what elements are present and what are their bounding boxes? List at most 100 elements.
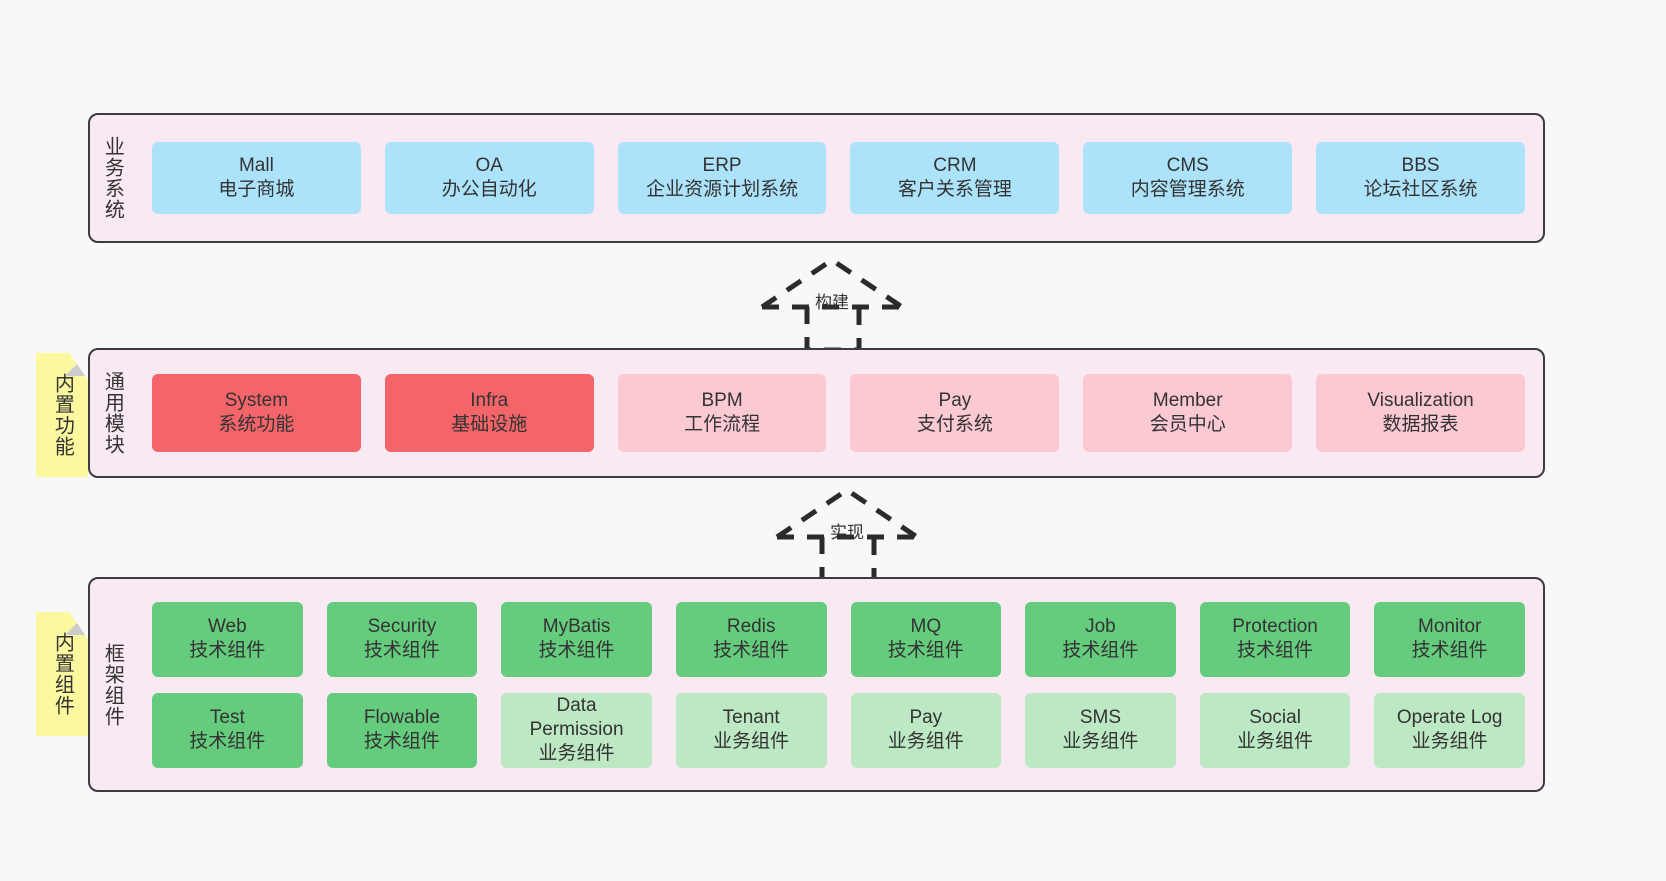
card-title: Test xyxy=(209,706,245,728)
business-card-bbs[interactable]: BBS 论坛社区系统 xyxy=(1316,142,1525,214)
card-subtitle: 技术组件 xyxy=(713,640,790,661)
note-builtin-components: 内置组件 xyxy=(36,612,88,736)
card-title: BPM xyxy=(701,389,743,411)
card-title: CMS xyxy=(1166,154,1209,176)
card-subtitle: 工作流程 xyxy=(684,414,761,435)
card-title: Tenant xyxy=(722,706,780,728)
card-title: Flowable xyxy=(363,706,440,728)
card-title: Security xyxy=(367,615,437,637)
connector-implement-label: 实现 xyxy=(830,523,864,542)
framework-card-data-permission[interactable]: Data Permission 业务组件 xyxy=(501,692,652,768)
business-card-erp[interactable]: ERP 企业资源计划系统 xyxy=(617,142,827,214)
card-title: Mall xyxy=(238,154,274,176)
connector-build: 构建 xyxy=(742,252,922,353)
card-title: Social xyxy=(1249,706,1301,728)
layer-framework-component-body: Web 技术组件 Security 技术组件 MyBatis 技术组件 Redi… xyxy=(134,579,1543,790)
common-card-bpm[interactable]: BPM 工作流程 xyxy=(617,374,827,452)
card-subtitle: 技术组件 xyxy=(189,731,266,752)
card-subtitle: 业务组件 xyxy=(1062,731,1139,752)
common-card-pay[interactable]: Pay 支付系统 xyxy=(850,374,1060,452)
framework-card-social[interactable]: Social 业务组件 xyxy=(1199,692,1351,768)
card-title: CRM xyxy=(933,154,977,176)
framework-card-test[interactable]: Test 技术组件 xyxy=(152,692,303,768)
framework-card-protection[interactable]: Protection 技术组件 xyxy=(1199,601,1351,677)
card-title: OA xyxy=(475,154,503,176)
card-title: Visualization xyxy=(1367,389,1474,411)
note-builtin-components-label: 内置组件 xyxy=(51,632,74,716)
card-title: Redis xyxy=(726,615,776,637)
framework-card-web[interactable]: Web 技术组件 xyxy=(152,601,303,677)
card-subtitle: 技术组件 xyxy=(363,640,440,661)
card-subtitle: 技术组件 xyxy=(538,640,615,661)
framework-card-mq[interactable]: MQ 技术组件 xyxy=(850,601,1002,677)
card-title: Web xyxy=(207,615,247,637)
note-fold-corner-icon xyxy=(65,612,88,635)
card-subtitle: 论坛社区系统 xyxy=(1363,179,1478,200)
layer-framework-component: 框架组件 Web 技术组件 Security 技术组件 MyBatis 技术组件… xyxy=(88,577,1545,792)
card-subtitle: 技术组件 xyxy=(363,731,440,752)
framework-card-sms[interactable]: SMS 业务组件 xyxy=(1025,692,1176,768)
card-subtitle: 技术组件 xyxy=(1062,640,1139,661)
card-title: Data Permission xyxy=(529,694,624,740)
card-subtitle: 内容管理系统 xyxy=(1130,179,1245,200)
card-title: Protection xyxy=(1232,615,1318,637)
common-card-system[interactable]: System 系统功能 xyxy=(152,374,361,452)
framework-card-mybatis[interactable]: MyBatis 技术组件 xyxy=(501,601,652,677)
card-subtitle: 支付系统 xyxy=(916,414,993,435)
card-subtitle: 业务组件 xyxy=(1411,731,1488,752)
card-subtitle: 基础设施 xyxy=(451,414,528,435)
card-title: Pay xyxy=(938,389,972,411)
layer-common-module-label: 通用模块 xyxy=(101,371,124,455)
framework-card-redis[interactable]: Redis 技术组件 xyxy=(675,601,827,677)
card-subtitle: 办公自动化 xyxy=(441,179,537,200)
note-builtin-functions: 内置功能 xyxy=(36,353,88,477)
note-builtin-functions-label: 内置功能 xyxy=(51,373,74,457)
card-subtitle: 电子商城 xyxy=(218,179,295,200)
business-card-cms[interactable]: CMS 内容管理系统 xyxy=(1083,142,1293,214)
card-title: Member xyxy=(1152,389,1223,411)
layer-common-module: 通用模块 System 系统功能 Infra 基础设施 BPM 工作流程 Pay xyxy=(88,348,1545,478)
framework-business-row: Test 技术组件 Flowable 技术组件 Data Permission … xyxy=(152,692,1525,768)
common-card-infra[interactable]: Infra 基础设施 xyxy=(384,374,594,452)
connector-implement: 实现 xyxy=(757,482,937,583)
business-card-mall[interactable]: Mall 电子商城 xyxy=(152,142,361,214)
framework-card-tenant[interactable]: Tenant 业务组件 xyxy=(675,692,827,768)
card-title: MQ xyxy=(910,615,942,637)
card-subtitle: 技术组件 xyxy=(1237,640,1314,661)
layer-common-module-body: System 系统功能 Infra 基础设施 BPM 工作流程 Pay 支付系统… xyxy=(134,350,1543,476)
card-subtitle: 企业资源计划系统 xyxy=(646,179,799,200)
common-card-visualization[interactable]: Visualization 数据报表 xyxy=(1316,374,1525,452)
framework-card-operate-log[interactable]: Operate Log 业务组件 xyxy=(1374,692,1525,768)
card-subtitle: 技术组件 xyxy=(887,640,964,661)
framework-card-pay[interactable]: Pay 业务组件 xyxy=(850,692,1002,768)
card-subtitle: 业务组件 xyxy=(887,731,964,752)
business-card-crm[interactable]: CRM 客户关系管理 xyxy=(850,142,1060,214)
layer-business-system-body: Mall 电子商城 OA 办公自动化 ERP 企业资源计划系统 CRM 客户关系… xyxy=(134,115,1543,241)
common-card-member[interactable]: Member 会员中心 xyxy=(1083,374,1293,452)
connector-build-label: 构建 xyxy=(815,293,849,312)
framework-card-job[interactable]: Job 技术组件 xyxy=(1025,601,1176,677)
framework-card-monitor[interactable]: Monitor 技术组件 xyxy=(1374,601,1525,677)
layer-framework-component-label: 框架组件 xyxy=(101,642,124,727)
layer-business-system: 业务系统 Mall 电子商城 OA 办公自动化 ERP 企业资源计划系统 CRM xyxy=(88,113,1545,243)
framework-card-security[interactable]: Security 技术组件 xyxy=(326,601,478,677)
framework-tech-row: Web 技术组件 Security 技术组件 MyBatis 技术组件 Redi… xyxy=(152,601,1525,677)
card-subtitle: 技术组件 xyxy=(1411,640,1488,661)
card-title: System xyxy=(224,389,289,411)
layer-business-system-label: 业务系统 xyxy=(101,136,124,220)
card-subtitle: 业务组件 xyxy=(1237,731,1314,752)
card-title: Job xyxy=(1085,615,1116,637)
card-title: Infra xyxy=(470,389,509,411)
card-subtitle: 业务组件 xyxy=(538,743,615,765)
common-card-row: System 系统功能 Infra 基础设施 BPM 工作流程 Pay 支付系统… xyxy=(152,374,1525,452)
framework-card-flowable[interactable]: Flowable 技术组件 xyxy=(326,692,478,768)
card-subtitle: 业务组件 xyxy=(713,731,790,752)
card-subtitle: 客户关系管理 xyxy=(897,179,1012,200)
card-subtitle: 系统功能 xyxy=(218,414,295,435)
card-title: BBS xyxy=(1401,154,1440,176)
card-title: SMS xyxy=(1079,706,1122,728)
business-card-row: Mall 电子商城 OA 办公自动化 ERP 企业资源计划系统 CRM 客户关系… xyxy=(152,142,1525,214)
business-card-oa[interactable]: OA 办公自动化 xyxy=(384,142,594,214)
card-subtitle: 技术组件 xyxy=(189,640,266,661)
